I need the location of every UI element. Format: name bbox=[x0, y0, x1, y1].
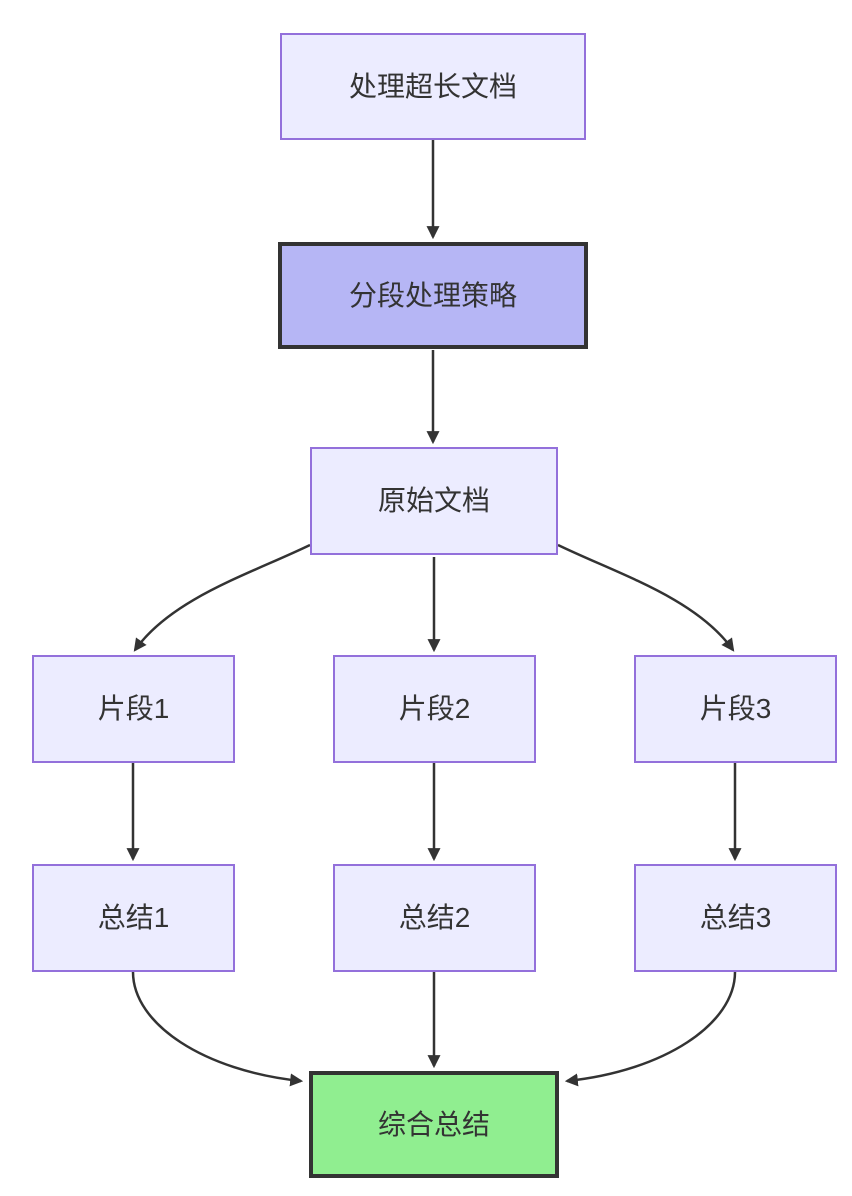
node-fragment-1: 片段1 bbox=[32, 655, 235, 763]
node-label: 总结2 bbox=[398, 902, 471, 934]
node-segmentation-strategy: 分段处理策略 bbox=[278, 242, 588, 349]
node-final-summary: 综合总结 bbox=[309, 1071, 559, 1178]
edge-S1-F bbox=[131, 971, 304, 1087]
node-label: 总结1 bbox=[97, 902, 170, 934]
edge-C-D1 bbox=[133, 543, 311, 652]
node-fragment-3: 片段3 bbox=[634, 655, 837, 763]
edge-S3-F bbox=[564, 971, 737, 1087]
node-label: 总结3 bbox=[699, 902, 772, 934]
node-label: 片段1 bbox=[97, 693, 170, 725]
node-summary-3: 总结3 bbox=[634, 864, 837, 972]
node-label: 片段3 bbox=[699, 693, 772, 725]
node-summary-1: 总结1 bbox=[32, 864, 235, 972]
node-label: 综合总结 bbox=[377, 1108, 490, 1140]
node-summary-2: 总结2 bbox=[333, 864, 536, 972]
node-process-long-document: 处理超长文档 bbox=[280, 33, 586, 140]
node-original-document: 原始文档 bbox=[310, 447, 558, 555]
node-label: 处理超长文档 bbox=[348, 70, 517, 102]
node-label: 片段2 bbox=[398, 693, 471, 725]
node-fragment-2: 片段2 bbox=[333, 655, 536, 763]
node-label: 分段处理策略 bbox=[348, 279, 517, 311]
node-label: 原始文档 bbox=[377, 485, 490, 517]
edge-C-D3 bbox=[557, 543, 735, 652]
